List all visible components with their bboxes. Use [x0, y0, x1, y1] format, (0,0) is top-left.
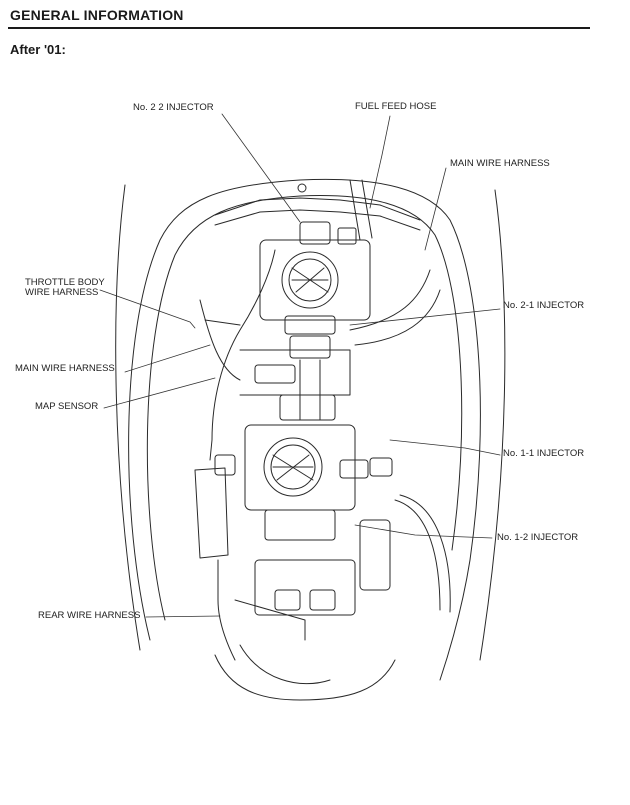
frame-outline: [116, 179, 505, 700]
section-subtitle: After '01:: [10, 42, 66, 57]
callout-leaders: [100, 114, 500, 617]
label-no12-injector: No. 1-2 INJECTOR: [497, 532, 579, 543]
label-no22-injector: No. 2 2 INJECTOR: [133, 102, 214, 113]
page-header-title: GENERAL INFORMATION: [10, 7, 184, 23]
label-map-sensor: MAP SENSOR: [35, 401, 99, 412]
fuel-rail-middle: [240, 316, 350, 420]
left-harness: [195, 250, 275, 660]
throttle-body-lower: [245, 425, 392, 540]
label-throttle-body-wire-harness-line2: WIRE HARNESS: [25, 287, 99, 298]
label-no11-injector: No. 1-1 INJECTOR: [503, 448, 585, 459]
label-main-wire-harness-left: MAIN WIRE HARNESS: [15, 363, 115, 374]
right-components: [350, 270, 450, 612]
label-fuel-feed-hose: FUEL FEED HOSE: [355, 101, 437, 112]
label-main-wire-harness-right: MAIN WIRE HARNESS: [450, 158, 550, 169]
lower-components: [235, 560, 355, 684]
top-bracket: [215, 180, 420, 240]
label-throttle-body-wire-harness-line1: THROTTLE BODY: [25, 277, 105, 288]
label-no21-injector: No. 2-1 INJECTOR: [503, 300, 585, 311]
label-rear-wire-harness: REAR WIRE HARNESS: [38, 610, 141, 621]
throttle-body-upper: [260, 222, 370, 320]
header-divider: [8, 27, 590, 29]
